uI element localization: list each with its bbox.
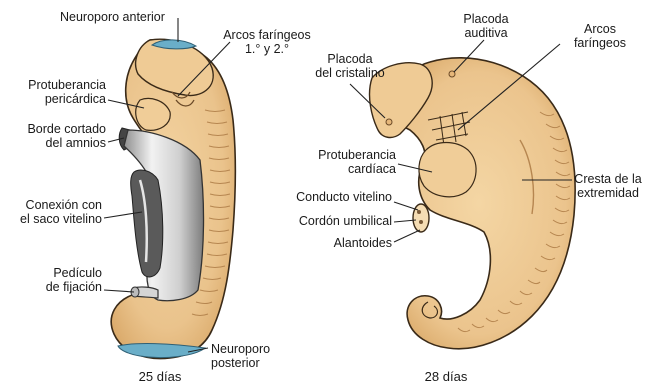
label-cresta-line1: Cresta de la xyxy=(566,172,650,186)
label-pediculo-line2: de fijación xyxy=(8,280,102,294)
label-conexion-saco-vitelino: Conexión con el saco vitelino xyxy=(6,198,102,226)
label-cordon-umbilical: Cordón umbilical xyxy=(280,214,392,228)
label-protuberancia-pericardica-line1: Protuberancia xyxy=(8,78,106,92)
label-placoda-cristalino-line1: Placoda xyxy=(304,52,396,66)
embryo-28-days xyxy=(370,58,576,349)
label-cresta-extremidad: Cresta de la extremidad xyxy=(566,172,650,200)
allantois-lumen xyxy=(419,220,423,224)
label-protuberancia-cardiaca: Protuberancia cardíaca xyxy=(296,148,396,176)
label-protuberancia-cardiaca-line2: cardíaca xyxy=(296,162,396,176)
label-pediculo-fijacion: Pedículo de fijación xyxy=(8,266,102,294)
caption-25-dias: 25 días xyxy=(130,370,190,384)
vitelline-duct-lumen xyxy=(417,210,421,214)
label-neuroporo-anterior: Neuroporo anterior xyxy=(60,10,165,24)
label-arcos-faringeos-25: Arcos faríngeos 1.° y 2.° xyxy=(222,28,312,56)
cardiac-bulge xyxy=(419,143,476,197)
label-conducto-vitelino: Conducto vitelino xyxy=(280,190,392,204)
label-borde-cortado-amnios: Borde cortado del amnios xyxy=(8,122,106,150)
label-borde-cortado-line2: del amnios xyxy=(8,136,106,150)
label-placoda-cristalino: Placoda del cristalino xyxy=(304,52,396,80)
embryo-25-days xyxy=(111,39,235,358)
label-arcos-28-line2: faríngeos xyxy=(560,36,640,50)
label-arcos-faringeos-28: Arcos faríngeos xyxy=(560,22,640,50)
label-neuroporo-posterior-line2: posterior xyxy=(211,356,270,370)
label-protuberancia-cardiaca-line1: Protuberancia xyxy=(296,148,396,162)
label-arcos-28-line1: Arcos xyxy=(560,22,640,36)
caption-28-dias: 28 días xyxy=(416,370,476,384)
label-placoda-auditiva-line1: Placoda xyxy=(448,12,524,26)
lens-placode xyxy=(386,119,392,125)
label-arcos-faringeos-25-line2: 1.° y 2.° xyxy=(222,42,312,56)
umbilical-cord-cut xyxy=(413,204,429,232)
label-alantoides: Alantoides xyxy=(300,236,392,250)
label-placoda-auditiva-line2: auditiva xyxy=(448,26,524,40)
label-conexion-line1: Conexión con xyxy=(6,198,102,212)
label-borde-cortado-line1: Borde cortado xyxy=(8,122,106,136)
label-cresta-line2: extremidad xyxy=(566,186,650,200)
label-neuroporo-posterior-line1: Neuroporo xyxy=(211,342,270,356)
label-pediculo-line1: Pedículo xyxy=(8,266,102,280)
label-protuberancia-pericardica-line2: pericárdica xyxy=(8,92,106,106)
label-placoda-auditiva: Placoda auditiva xyxy=(448,12,524,40)
label-conexion-line2: el saco vitelino xyxy=(6,212,102,226)
label-neuroporo-posterior: Neuroporo posterior xyxy=(211,342,270,370)
label-protuberancia-pericardica: Protuberancia pericárdica xyxy=(8,78,106,106)
label-placoda-cristalino-line2: del cristalino xyxy=(304,66,396,80)
label-arcos-faringeos-25-line1: Arcos faríngeos xyxy=(222,28,312,42)
